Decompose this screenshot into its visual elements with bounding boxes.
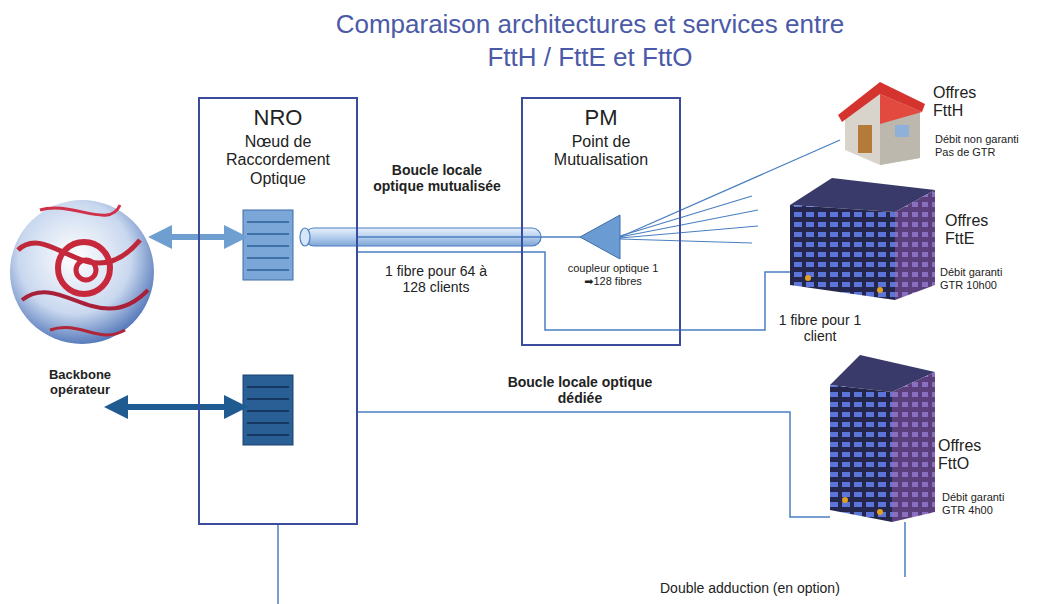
ftth-offer: Offres FttH Débit non garanti Pas de GTR <box>835 78 1035 175</box>
node-heading: coupleur optique 1 ➡128 fibres <box>564 262 662 287</box>
node-heading: Offres FttO <box>938 437 1000 474</box>
node-heading: Offres FttE <box>945 212 1007 249</box>
fiber-link <box>620 140 840 237</box>
node-heading: NRO <box>200 105 356 130</box>
edge-label: Boucle locale optique dédiée <box>490 374 670 406</box>
note-label: 1 fibre pour 1 client <box>772 312 868 344</box>
ftto-offer: Offres FttO Débit garanti GTR 4h00 <box>830 355 1035 527</box>
backbone-globe: Backbone opérateur <box>10 172 160 410</box>
optical-coupler: coupleur optique 1 ➡128 fibres <box>558 212 670 296</box>
rack <box>243 210 293 445</box>
edge-label: Boucle locale optique mutualisée <box>372 162 502 194</box>
ftte-offer: Offres FttE Débit garanti GTR 10h00 <box>790 178 1040 302</box>
house <box>838 82 925 165</box>
node-text: Débit garanti GTR 10h00 <box>940 266 1028 291</box>
nro-box: NRO Nœud de Raccordement Optique <box>198 97 358 525</box>
fiber-link <box>358 412 830 517</box>
adduction-line <box>278 522 905 604</box>
coupler-fan <box>580 196 758 259</box>
node-text: Débit garanti GTR 4h00 <box>942 491 1022 516</box>
note-label: 1 fibre pour 64 à 128 clients <box>375 263 497 295</box>
building <box>830 355 935 522</box>
building <box>790 178 935 300</box>
node-heading: Offres FttH <box>933 84 993 121</box>
fiber-link <box>358 252 790 330</box>
pm-box: PM Point de Mutualisation coupleur optique… <box>521 97 681 346</box>
title: Comparaison architectures et services en… <box>330 8 850 73</box>
node-text: Point de Mutualisation <box>529 133 673 170</box>
note-label: Double adduction (en option) <box>660 580 890 596</box>
node-heading: Backbone opérateur <box>30 368 130 398</box>
node-heading: PM <box>523 105 679 130</box>
node-text: Nœud de Raccordement Optique <box>208 133 348 188</box>
fiber-link <box>358 236 580 238</box>
node-text: Débit non garanti Pas de GTR <box>935 133 1033 158</box>
globe <box>10 200 154 344</box>
fiber-link <box>110 404 242 410</box>
